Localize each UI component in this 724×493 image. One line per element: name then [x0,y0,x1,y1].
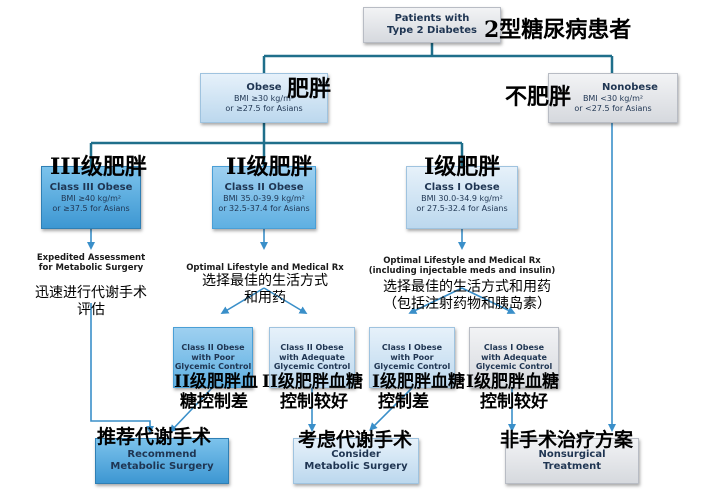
c2-poor-line-1: Class II Obese [181,343,245,353]
class2-box: Class II Obese BMI 35.0-39.9 kg/m² or 32… [212,166,316,229]
arrow-to-c2poor [220,287,265,315]
obese-box: Obese BMI ≥30 kg/m² or ≥27.5 for Asians [200,73,328,123]
lifestyle1-line-1: Optimal Lifestyle and Medical Rx [383,256,541,266]
consider-surgery-box: Consider Metabolic Surgery [293,438,419,484]
c1-adequate-cn-line-2: 控制较好 [480,392,548,413]
c2-adequate-cn-line-2: 控制较好 [280,392,348,413]
nonsurgical-line-2: Treatment [542,461,602,472]
expedited-cn: 迅速进行代谢手术 评估 [14,285,168,319]
class3-bmi: BMI ≥40 kg/m² [60,193,122,203]
arrow-c2poor-to-recommend [169,387,213,433]
lifestyle2-line: Optimal Lifestyle and Medical Rx [186,263,344,273]
class2-asian: or 32.5-37.4 for Asians [218,203,310,213]
nonobese-asian: or <27.5 for Asians [574,104,652,113]
class1-title: Class I Obese [424,181,500,193]
expedited-line-2: for Metabolic Surgery [38,263,144,274]
recommend-line-2: Metabolic Surgery [110,461,214,472]
c1-poor-cn-line-2: 控制差 [378,392,429,413]
class2-cn-label: II级肥胖 [226,154,313,180]
expedited-cn-line-1: 迅速进行代谢手术 [35,285,147,301]
c1-adequate-line-1: Class I Obese [483,343,545,353]
nonobese-box: Nonobese BMI <30 kg/m² or <27.5 for Asia… [548,73,678,123]
lifestyle2-cn: 选择最佳的生活方式 和用药 [180,273,350,307]
c1-adequate-cn-line-1: I级肥胖血糖 [466,372,559,392]
lifestyle1-cn: 选择最佳的生活方式和用药 （包括注射药物和胰岛素） [362,279,572,313]
consider-line-2: Metabolic Surgery [304,461,408,472]
class1-cn-label: I级肥胖 [424,154,501,180]
recommend-surgery-box: Recommend Metabolic Surgery [95,438,229,484]
arrow-to-c2adq [263,287,308,315]
lifestyle1-cn-line-2: （包括注射药物和胰岛素） [383,295,551,312]
c2-poor-cn-line-2: 糖控制差 [180,392,248,413]
nonsurgical-box: Nonsurgical Treatment [505,438,639,484]
c2-poor-cn-line-1: II级肥胖血 [174,372,258,392]
lifestyle1-line-2: (including injectable meds and insulin) [368,266,556,277]
patients-cn-label: 2型糖尿病患者 [484,17,632,43]
lifestyle1-cn-line-1: 选择最佳的生活方式和用药 [383,279,551,295]
recommend-cn-label: 推荐代谢手术 [97,426,212,448]
c1-adequate-line-3: Glycemic Control [475,362,553,372]
c1-poor-box: Class I Obese with Poor Glycemic Control [369,327,455,388]
c1-adequate-cn: I级肥胖血糖 控制较好 [466,372,559,413]
arrow-expedited-to-recommend [90,303,154,434]
nonsurgical-cn-label: 非手术治疗方案 [500,429,634,451]
c2-poor-box: Class II Obese with Poor Glycemic Contro… [173,327,253,388]
class2-bmi: BMI 35.0-39.9 kg/m² [223,193,305,203]
expedited-text: Expedited Assessment for Metabolic Surge… [20,253,162,273]
class3-asian: or ≥37.5 for Asians [52,203,130,213]
consider-line-1: Consider [331,449,381,460]
obese-bmi: BMI ≥30 kg/m² [233,94,295,104]
c1-adequate-line-2: with Adequate [481,352,547,362]
c1-poor-cn-line-1: I级肥胖血糖 [372,372,465,392]
class1-asian: or 27.5-32.4 for Asians [416,203,508,213]
recommend-line-1: Recommend [127,449,197,460]
nonobese-bmi: BMI <30 kg/m² [582,94,644,104]
c2-adequate-line-3: Glycemic Control [273,362,351,372]
obese-asian: or ≥27.5 for Asians [225,104,303,113]
c2-adequate-cn: II级肥胖血糖 控制较好 [262,372,363,413]
lifestyle2-cn-line-2: 和用药 [244,289,286,306]
c2-poor-line-2: with Poor [191,352,235,362]
class3-box: Class III Obese BMI ≥40 kg/m² or ≥37.5 f… [41,166,141,229]
c2-adequate-line-2: with Adequate [279,352,345,362]
nonobese-title: Nonobese [602,82,658,94]
consider-cn-label: 考虑代谢手术 [298,429,413,451]
patients-box: Patients with Type 2 Diabetes [363,7,501,43]
c1-poor-line-3: Glycemic Control [373,362,451,372]
class2-title: Class II Obese [224,181,304,193]
class3-title: Class III Obese [49,181,133,193]
c1-poor-line-1: Class I Obese [381,343,443,353]
patients-line-2: Type 2 Diabetes [387,25,477,36]
expedited-cn-line-2: 评估 [77,301,105,318]
class1-box: Class I Obese BMI 30.0-34.9 kg/m² or 27.… [406,166,518,229]
c2-adequate-box: Class II Obese with Adequate Glycemic Co… [269,327,355,388]
nonobese-cn-label: 不肥胖 [505,84,572,110]
c2-adequate-line-1: Class II Obese [280,343,344,353]
c1-adequate-box: Class I Obese with Adequate Glycemic Con… [469,327,559,388]
lifestyle2-cn-line-1: 选择最佳的生活方式 [202,273,328,289]
nonsurgical-line-1: Nonsurgical [538,449,606,460]
arrow-c1poor-to-consider [369,387,413,431]
arrow-to-c1poor [408,287,463,314]
class3-cn-label: III级肥胖 [50,154,147,180]
lifestyle2-text: Optimal Lifestyle and Medical Rx [178,263,352,273]
lifestyle1-text: Optimal Lifestyle and Medical Rx (includ… [362,256,562,276]
arrow-to-c1adq [461,287,516,314]
c1-poor-line-2: with Poor [390,352,434,362]
obese-cn-label: 肥胖 [287,76,332,102]
patients-line-1: Patients with [394,13,470,24]
expedited-line-1: Expedited Assessment [36,253,146,263]
obese-title: Obese [246,82,282,94]
c2-adequate-cn-line-1: II级肥胖血糖 [262,372,363,392]
c1-poor-cn: I级肥胖血糖 控制差 [372,372,465,413]
class1-bmi: BMI 30.0-34.9 kg/m² [421,193,503,203]
c2-poor-line-3: Glycemic Control [174,362,252,372]
c2-poor-cn: II级肥胖血 糖控制差 [174,372,258,413]
